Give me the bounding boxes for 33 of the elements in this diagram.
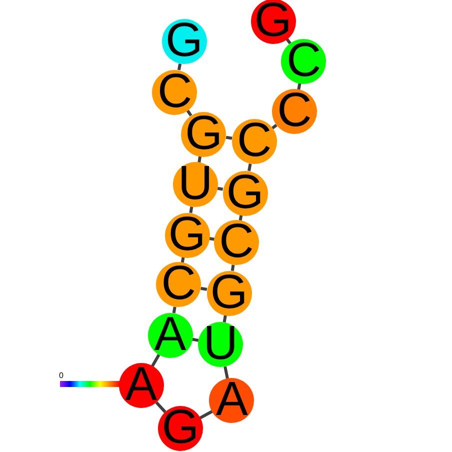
nucleotide-letter: A xyxy=(154,316,186,354)
nucleotide-letter: C xyxy=(236,122,272,161)
connector-line xyxy=(224,366,229,379)
nucleotide-letter: G xyxy=(210,274,248,312)
nucleotide-letter: G xyxy=(162,409,200,448)
connector-line xyxy=(230,264,235,272)
connector-line xyxy=(199,410,213,420)
connector-line xyxy=(248,163,252,172)
connector-line xyxy=(177,63,182,70)
nucleotide-letter: G xyxy=(185,114,222,154)
nucleotide-letter: G xyxy=(168,216,206,254)
connector-line xyxy=(172,306,176,314)
connector-line xyxy=(217,186,224,191)
nucleotide-letter: C xyxy=(161,265,196,304)
connector-line xyxy=(151,354,160,367)
nucleotide-letter: C xyxy=(277,92,312,131)
connector-line xyxy=(222,315,227,323)
nucleotide-letter: G xyxy=(254,2,292,40)
connector-line xyxy=(200,286,208,291)
nucleotide-letter: C xyxy=(219,223,254,262)
connector-line xyxy=(186,110,192,116)
nucleotide-letter: C xyxy=(157,72,192,112)
connector-line xyxy=(189,206,194,214)
nucleotide-letter: A xyxy=(216,381,248,420)
nucleotide-letter: U xyxy=(178,165,213,204)
nucleotide-letter: U xyxy=(203,325,238,364)
nucleotide-letter: G xyxy=(226,174,264,212)
scale-label: 0 xyxy=(59,372,64,380)
nucleotide-letter: G xyxy=(166,22,203,61)
connector-line xyxy=(226,136,232,140)
nucleotide-letter: C xyxy=(286,42,322,80)
nucleotide-letter: A xyxy=(125,366,158,405)
connector-line xyxy=(155,401,166,414)
